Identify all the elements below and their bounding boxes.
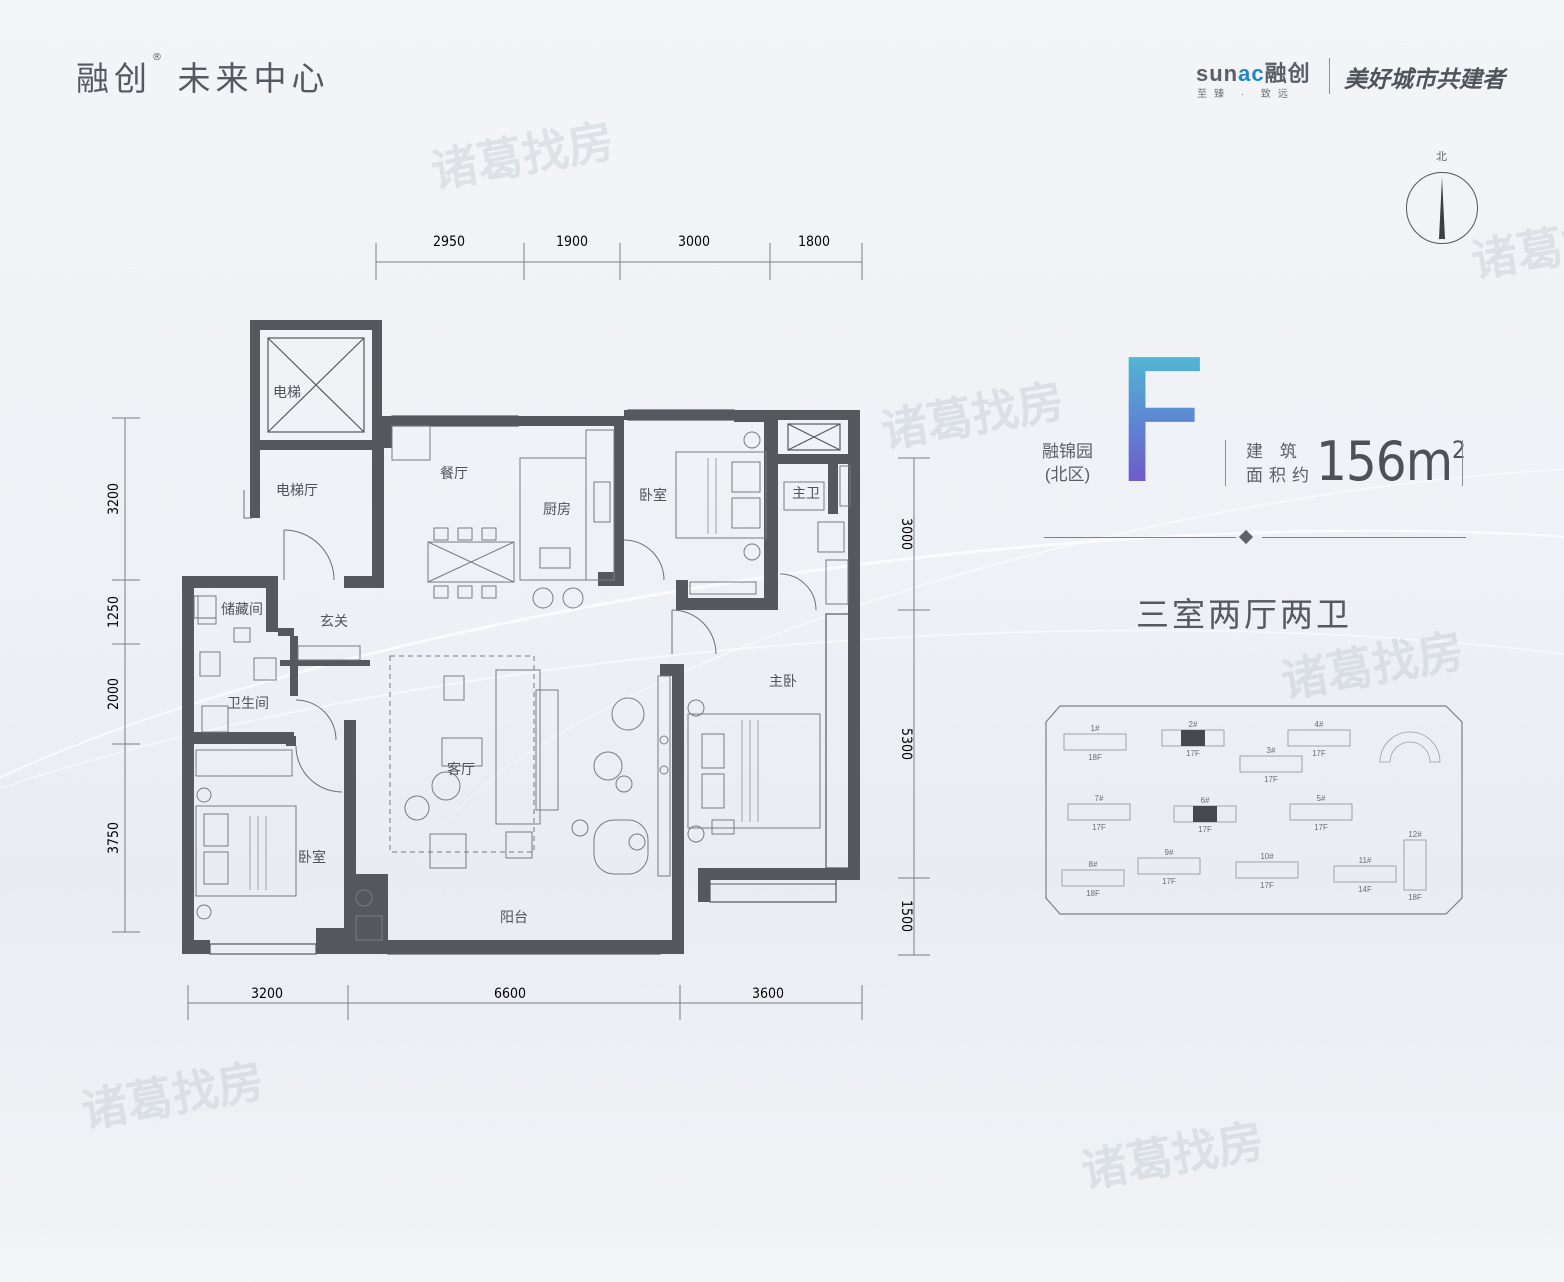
site-plan: 1# 18F 2# 17F 3# 17F 4# 17F 7# 17F 6# 17F 5# 17F 8# 18F… [1044, 704, 1464, 916]
dim-left: 2000 [106, 678, 122, 710]
site-building-floors: 17F [1260, 881, 1274, 890]
area-number: 156m [1316, 430, 1453, 493]
site-building-name: 8# [1089, 860, 1098, 869]
site-building: 8# 18F [1061, 860, 1125, 898]
company-logo: sunac融创 [1196, 56, 1311, 88]
company-slogan: 美好城市共建者 [1344, 66, 1505, 93]
site-building: 4# 17F [1287, 720, 1351, 758]
site-building-name: 9# [1165, 848, 1174, 857]
north-label: 北 [1436, 151, 1447, 163]
site-building-name: 1# [1091, 724, 1100, 733]
site-building: 10# 17F [1235, 852, 1299, 890]
site-building-highlight [1181, 730, 1205, 746]
site-building: 11# 14F [1333, 856, 1397, 894]
site-building: 5# 17F [1289, 794, 1353, 832]
site-building-floors: 14F [1358, 885, 1372, 894]
dim-top: 1800 [798, 234, 830, 250]
site-building-name: 5# [1317, 794, 1326, 803]
site-building-highlight [1193, 806, 1217, 822]
site-building-name: 11# [1359, 856, 1372, 865]
dim-top: 2950 [433, 234, 465, 250]
site-building-name: 10# [1260, 852, 1274, 861]
compass-needle-icon [1439, 177, 1445, 239]
site-building-name: 7# [1095, 794, 1104, 803]
site-building-floors: 17F [1092, 823, 1106, 832]
room-label-elevator: 电梯 [273, 385, 301, 401]
site-building-name: 4# [1315, 720, 1324, 729]
compass-icon [1406, 172, 1478, 244]
site-building-name: 3# [1267, 746, 1276, 755]
room-label-living: 客厅 [447, 761, 475, 778]
site-building: 7# 17F [1067, 794, 1131, 832]
area-label: 建 筑 面积约 [1246, 440, 1315, 488]
site-building-floors: 17F [1186, 749, 1200, 758]
site-building-floors: 17F [1198, 825, 1212, 834]
dim-left: 1250 [106, 596, 122, 628]
site-building: 3# 17F [1239, 746, 1303, 784]
room-label-balcony: 阳台 [500, 910, 528, 926]
dim-right: 5300 [898, 728, 914, 760]
room-label-foyer: 玄关 [320, 613, 348, 630]
room-label-master-bath: 主卫 [792, 486, 820, 502]
site-building: 6# 17F [1173, 796, 1237, 834]
site-building-floors: 17F [1264, 775, 1278, 784]
project-logo: 融创® 未来中心 [76, 52, 330, 100]
info-divider [1225, 440, 1226, 486]
dim-right: 1500 [898, 900, 914, 932]
room-label-bathroom: 卫生间 [227, 696, 269, 712]
room-label-bedroom-north: 卧室 [639, 487, 667, 504]
info-divider [1462, 440, 1463, 486]
room-label-master-bedroom: 主卧 [769, 674, 797, 690]
dim-top: 1900 [556, 234, 588, 250]
company-tagline: 至臻 · 致远 [1197, 89, 1295, 100]
room-label-storage: 储藏间 [221, 602, 263, 618]
dim-bottom: 3600 [752, 986, 784, 1002]
layout-title: 三室两厅两卫 [1136, 595, 1352, 634]
separator-line [1262, 537, 1466, 538]
site-building: 1# 18F [1063, 724, 1127, 762]
room-label-dining: 餐厅 [440, 466, 468, 482]
unit-type-letter: F [1112, 324, 1210, 522]
site-building-floors: 17F [1314, 823, 1328, 832]
room-label-bedroom-south: 卧室 [298, 849, 326, 866]
separator-line [1044, 537, 1236, 538]
dim-left: 3750 [106, 822, 122, 854]
site-building: 12# 18F [1403, 830, 1427, 902]
garden-name-line2: (北区) [1044, 465, 1091, 484]
floor-plan: 2950 1900 3000 1800 3200 6600 3600 3200 … [106, 234, 930, 1020]
dim-top: 3000 [678, 234, 710, 250]
site-building-floors: 18F [1088, 753, 1102, 762]
project-suffix: 未来中心 [177, 59, 330, 98]
area-label-line1: 建 筑 [1246, 442, 1303, 461]
dim-bottom: 6600 [494, 986, 526, 1002]
area-label-line2: 面积约 [1246, 466, 1315, 485]
site-building-floors: 18F [1086, 889, 1100, 898]
site-building: 9# 17F [1137, 848, 1201, 886]
site-building-floors: 18F [1408, 893, 1422, 902]
company-logo-cn: 融创 [1264, 61, 1311, 86]
company-logo-ac: ac [1238, 61, 1265, 86]
logo-divider [1329, 58, 1330, 94]
garden-name: 融锦园 (北区) [1042, 440, 1093, 486]
company-logo-prefix: sun [1196, 61, 1239, 86]
dim-bottom: 3200 [251, 986, 283, 1002]
dim-left: 3200 [106, 483, 122, 515]
registered-mark: ® [152, 52, 162, 63]
room-label-elevator-hall: 电梯厅 [276, 483, 318, 499]
site-building-name: 2# [1189, 720, 1198, 729]
site-building-floors: 17F [1312, 749, 1326, 758]
project-name: 融创 [76, 59, 152, 98]
site-building-name: 12# [1408, 830, 1422, 839]
dim-right: 3000 [898, 518, 914, 550]
area-value: 156m2 [1316, 430, 1466, 493]
site-building: 2# 17F [1161, 720, 1225, 758]
room-label-kitchen: 厨房 [543, 502, 571, 518]
site-building-name: 6# [1201, 796, 1210, 805]
garden-name-line1: 融锦园 [1042, 442, 1093, 461]
site-building-floors: 17F [1162, 877, 1176, 886]
